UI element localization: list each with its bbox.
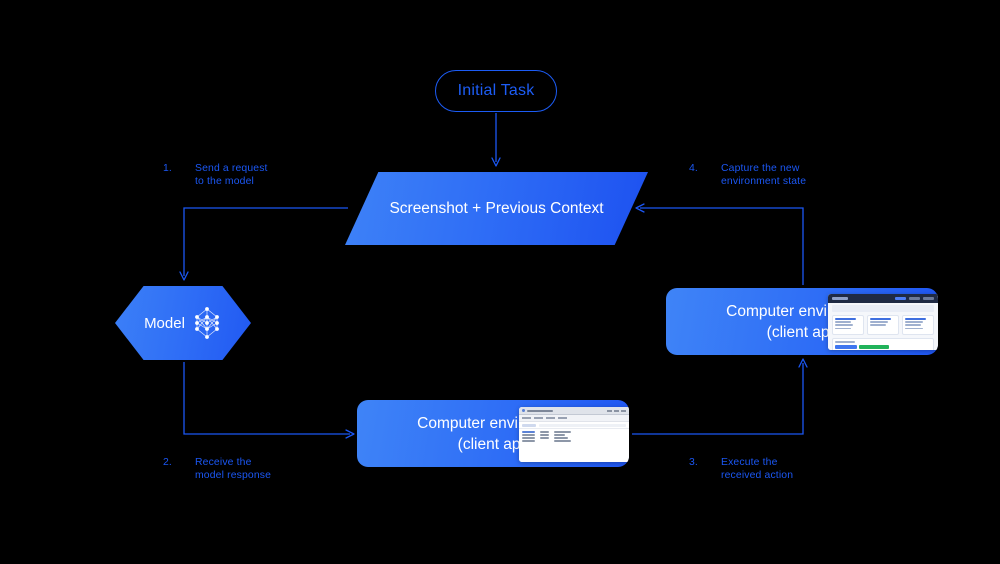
- step-1-line1: Send a request: [195, 163, 268, 174]
- computer-environment-right-node[interactable]: Computer environment (client app): [666, 288, 938, 355]
- parallelogram-shape: [345, 172, 648, 245]
- model-node[interactable]: Model: [115, 286, 251, 360]
- connector-initial-arrowhead: [491, 157, 501, 167]
- step-label-3: 3. Execute the received action: [689, 456, 859, 486]
- initial-task-label: Initial Task: [457, 82, 535, 99]
- screenshot-context-label: Screenshot + Previous Context: [389, 200, 604, 217]
- screenshot-context-node[interactable]: Screenshot + Previous Context: [345, 172, 648, 245]
- step-1-text: Send a request to the model: [195, 162, 268, 189]
- connector-context-to-model: [183, 207, 348, 276]
- step-1-line2: to the model: [195, 176, 254, 188]
- step-3-number: 3.: [689, 457, 698, 468]
- step-4-line1: Capture the new: [721, 163, 800, 174]
- step-3-text: Execute the received action: [721, 456, 793, 483]
- step-1-number: 1.: [163, 163, 172, 174]
- step-label-2: 2. Receive the model response: [163, 456, 323, 486]
- connector-env-right-to-context: [640, 207, 804, 285]
- env-bottom-line2: (client app): [457, 435, 535, 453]
- window-screenshot-thumbnail: [519, 407, 629, 462]
- connector-model-to-env-bottom: [183, 362, 350, 435]
- step-2-text: Receive the model response: [195, 456, 271, 483]
- env-right-line2: (client app): [766, 323, 844, 341]
- computer-environment-bottom-node[interactable]: Computer environment (client app): [357, 400, 629, 467]
- model-label: Model: [144, 314, 185, 332]
- hexagon-shape: [115, 286, 251, 360]
- step-3-line2: received action: [721, 470, 794, 482]
- step-3-line1: Execute the: [721, 457, 778, 468]
- connector-model-to-env-bottom-arrowhead: [345, 429, 355, 439]
- app-screenshot-thumbnail: [828, 294, 938, 350]
- step-label-1: 1. Send a request to the model: [163, 162, 323, 192]
- initial-task-node[interactable]: Initial Task: [435, 70, 557, 112]
- step-4-text: Capture the new environment state: [721, 162, 806, 189]
- connector-env-right-to-context-arrowhead: [635, 203, 645, 213]
- step-2-number: 2.: [163, 457, 172, 468]
- step-4-line2: environment state: [721, 176, 807, 188]
- neural-network-icon: [192, 305, 222, 341]
- connector-context-to-model-arrowhead: [179, 271, 189, 281]
- step-4-number: 4.: [689, 163, 698, 174]
- connector-env-bottom-to-env-right: [632, 363, 804, 435]
- step-2-line1: Receive the: [195, 457, 252, 468]
- connector-env-bottom-to-env-right-arrowhead: [798, 358, 808, 368]
- step-2-line2: model response: [195, 470, 272, 482]
- step-label-4: 4. Capture the new environment state: [689, 162, 869, 192]
